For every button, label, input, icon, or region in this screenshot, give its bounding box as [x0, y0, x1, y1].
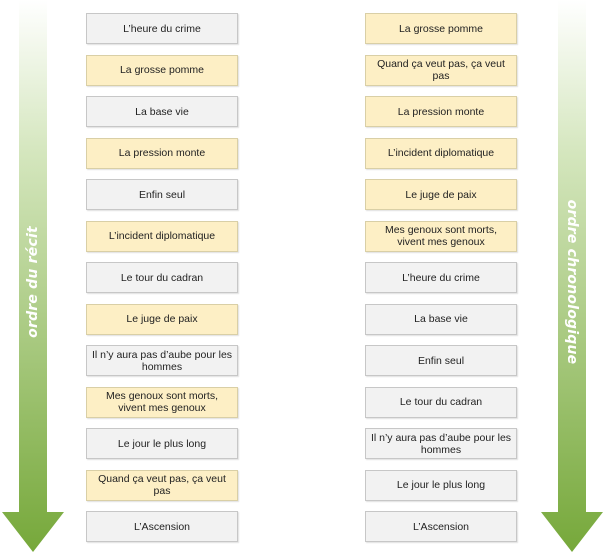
chronological-episode-box: Mes genoux sont morts, vivent mes genoux: [365, 220, 517, 252]
narrative-order-label: ordre du récit: [25, 226, 41, 338]
arrow-down-icon: [541, 0, 603, 552]
narrative-episode-box: Il n’y aura pas d’aube pour les hommes: [86, 345, 238, 376]
narrative-episode-box: Le jour le plus long: [86, 428, 238, 459]
narrative-episode-box: Mes genoux sont morts, vivent mes genoux: [86, 386, 238, 418]
narrative-episode-box: L’Ascension: [86, 511, 238, 542]
chronological-episode-box: Le jour le plus long: [365, 469, 517, 501]
narrative-episode-box: Le tour du cadran: [86, 262, 238, 293]
chronological-episode-box: Il n’y aura pas d’aube pour les hommes: [365, 428, 517, 459]
arrow-down-icon: [2, 0, 64, 552]
narrative-episode-box: La grosse pomme: [86, 54, 238, 86]
narrative-episode-box: La base vie: [86, 96, 238, 127]
chronological-order-arrow: ordre chronologique: [540, 0, 604, 553]
chronological-episode-box: Quand ça veut pas, ça veut pas: [365, 54, 517, 86]
chronological-episode-box: Enfin seul: [365, 345, 517, 376]
chronological-episode-box: La grosse pomme: [365, 13, 517, 44]
narrative-episode-box: Le juge de paix: [86, 303, 238, 335]
narrative-episode-box: Quand ça veut pas, ça veut pas: [86, 469, 238, 501]
chronological-order-label: ordre chronologique: [564, 199, 580, 365]
chronological-episode-box: L’incident diplomatique: [365, 137, 517, 169]
chronological-episode-box: La base vie: [365, 303, 517, 335]
narrative-episode-box: L’heure du crime: [86, 13, 238, 44]
chronological-episode-box: Le juge de paix: [365, 179, 517, 210]
narrative-episode-box: L’incident diplomatique: [86, 220, 238, 252]
chronological-episode-box: La pression monte: [365, 96, 517, 127]
narrative-episode-box: La pression monte: [86, 137, 238, 169]
chronological-episode-box: Le tour du cadran: [365, 386, 517, 418]
narrative-episode-box: Enfin seul: [86, 179, 238, 210]
narrative-order-arrow: ordre du récit: [1, 0, 65, 553]
narrative-order-column: L’heure du crime La grosse pomme La base v…: [86, 13, 238, 553]
chronological-episode-box: L’heure du crime: [365, 262, 517, 293]
chronological-episode-box: L’Ascension: [365, 511, 517, 542]
